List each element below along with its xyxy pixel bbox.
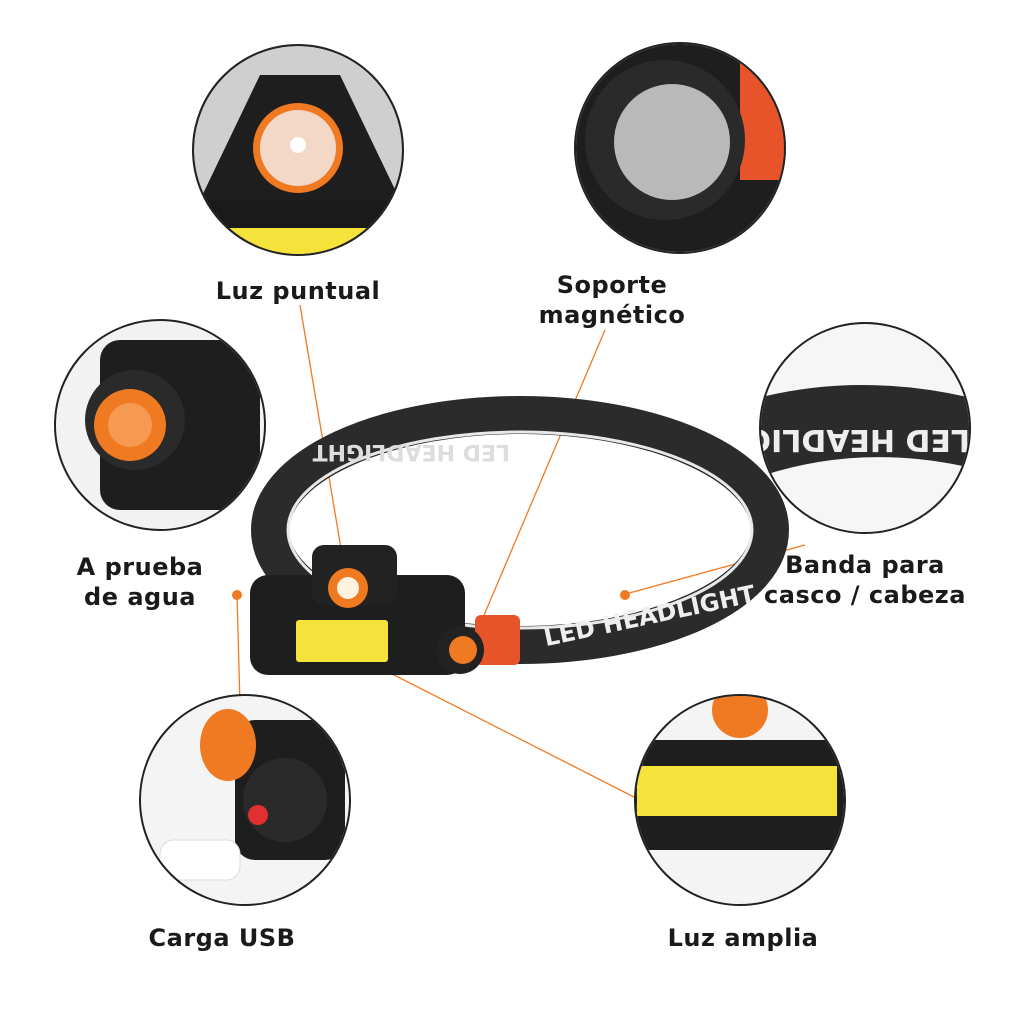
headlamp: LED HEADLIGHT LED HEADLIGHT bbox=[250, 396, 789, 675]
detail-band: LED HEADLIGHT bbox=[700, 322, 971, 534]
detail-spot-light bbox=[192, 44, 404, 256]
label-spot-light: Luz puntual bbox=[215, 277, 381, 305]
band-text-detail: LED HEADLIGHT bbox=[700, 422, 970, 457]
label-usb-charging: Carga USB bbox=[148, 924, 296, 952]
detail-magnetic bbox=[574, 42, 786, 254]
label-wide-light: Luz amplia bbox=[667, 924, 819, 952]
band-text-back: LED HEADLIGHT bbox=[313, 439, 510, 464]
detail-wide-light bbox=[634, 694, 846, 906]
detail-waterproof bbox=[54, 319, 266, 531]
detail-usb bbox=[139, 694, 351, 906]
